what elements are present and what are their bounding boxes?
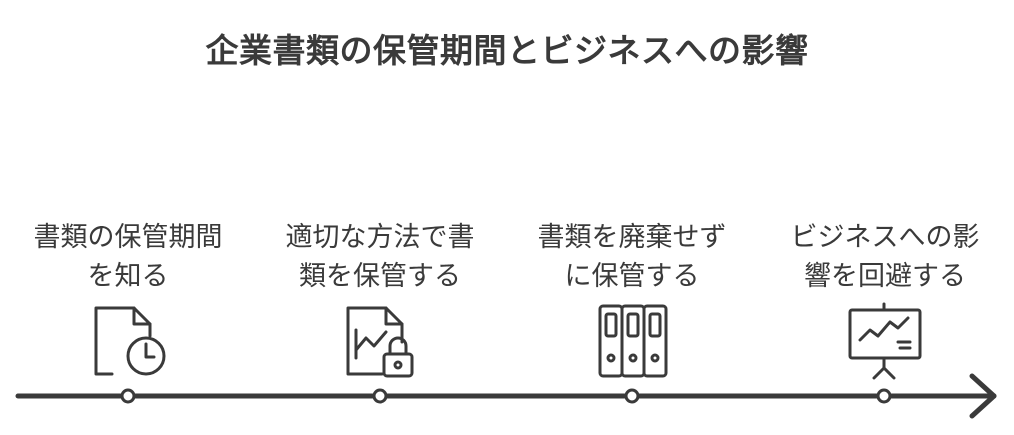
step-3-line-1: 書類を廃棄せず xyxy=(537,222,727,253)
step-2-line-2: 類を保管する xyxy=(299,261,461,292)
step-1-line-2: を知る xyxy=(87,261,169,292)
step-3-label: 書類を廃棄せず に保管する xyxy=(507,218,757,296)
step-2-line-1: 適切な方法で書 xyxy=(285,222,475,253)
milestone-dot-3 xyxy=(624,388,640,404)
milestone-dot-1 xyxy=(120,388,136,404)
arrowhead-icon xyxy=(969,373,997,419)
step-1-label: 書類の保管期間 を知る xyxy=(3,218,253,296)
binders-icon xyxy=(598,304,668,378)
diagram-title: 企業書類の保管期間とビジネスへの影響 xyxy=(205,31,809,70)
presentation-chart-icon xyxy=(848,302,922,380)
step-2-label: 適切な方法で書 類を保管する xyxy=(255,218,505,296)
step-4-label: ビジネスへの影 響を回避する xyxy=(760,218,1010,296)
step-4-line-2: 響を回避する xyxy=(804,261,966,292)
step-1-line-1: 書類の保管期間 xyxy=(33,222,223,253)
step-3-line-2: に保管する xyxy=(564,261,700,292)
document-clock-icon xyxy=(94,306,166,376)
milestone-dot-4 xyxy=(876,388,892,404)
document-chart-lock-icon xyxy=(346,306,414,378)
milestone-dot-2 xyxy=(372,388,388,404)
step-4-line-1: ビジネスへの影 xyxy=(790,222,980,253)
